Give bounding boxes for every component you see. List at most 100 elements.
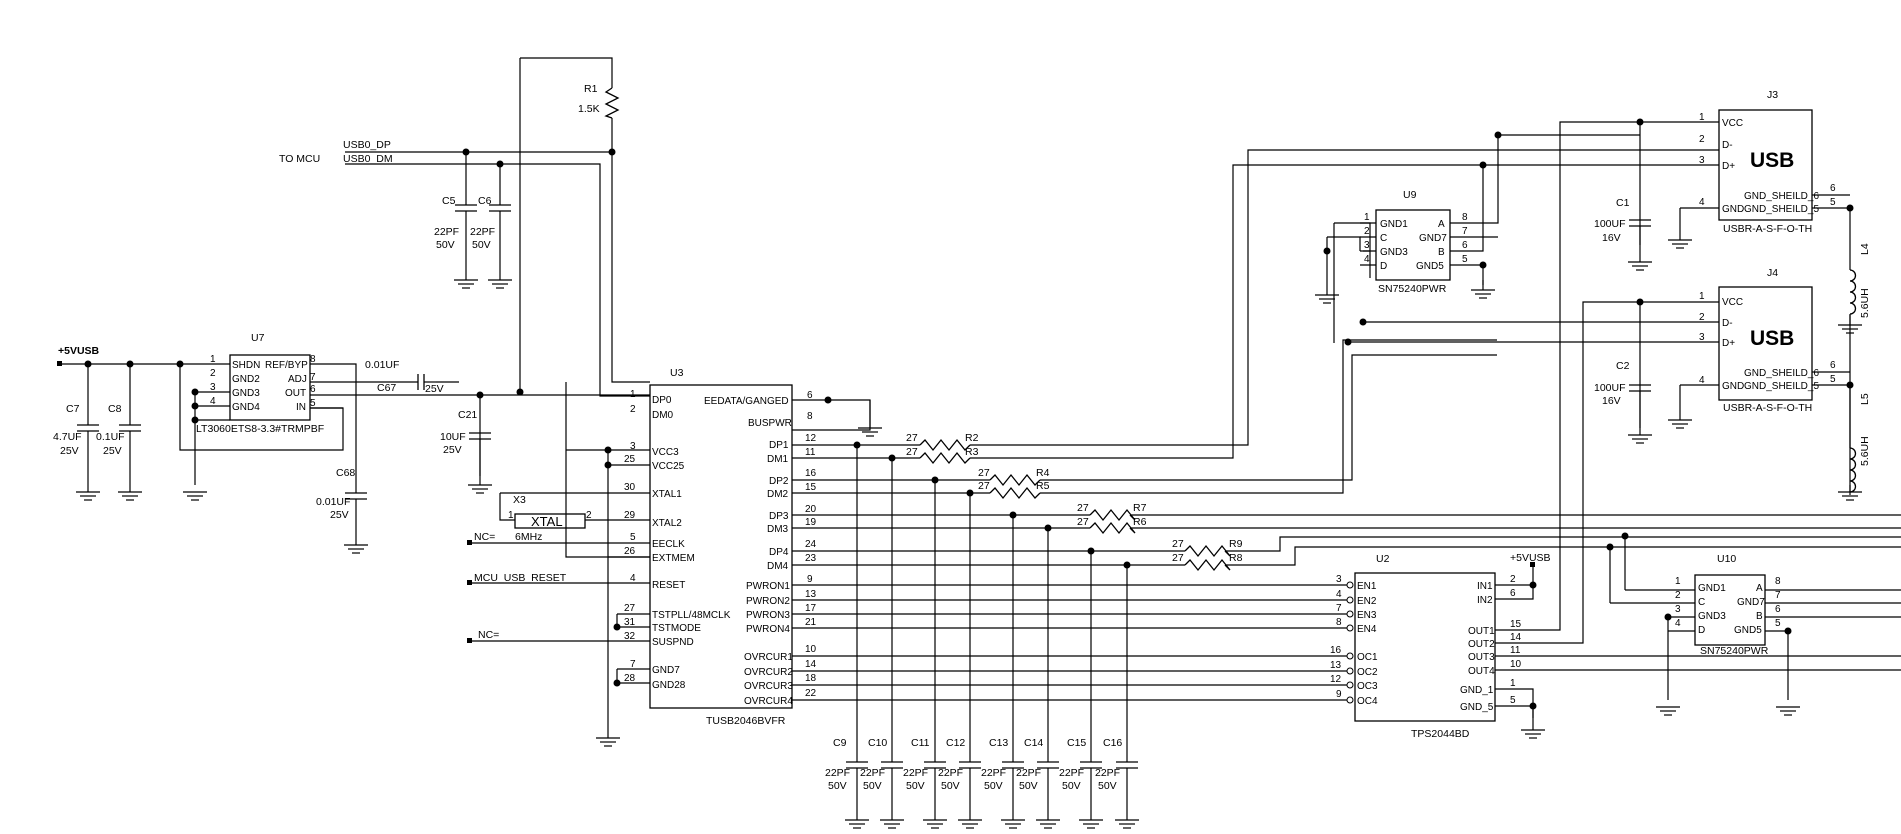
- svg-text:EN1: EN1: [1357, 581, 1377, 592]
- svg-text:27: 27: [1172, 552, 1184, 564]
- svg-text:1: 1: [630, 389, 636, 400]
- svg-text:A: A: [1438, 219, 1445, 230]
- svg-text:GND_SHEILD_6: GND_SHEILD_6: [1744, 368, 1819, 379]
- svg-text:18: 18: [805, 673, 817, 684]
- c2-ref: C2: [1616, 360, 1630, 372]
- svg-text:R7: R7: [1133, 502, 1147, 514]
- u7-ref: U7: [251, 332, 265, 344]
- svg-text:VCC: VCC: [1722, 118, 1743, 129]
- svg-text:GND7: GND7: [1737, 597, 1765, 608]
- svg-text:EEDATA/GANGED: EEDATA/GANGED: [704, 396, 789, 407]
- svg-text:6: 6: [807, 390, 813, 401]
- c1-ref: C1: [1616, 197, 1630, 209]
- svg-text:3: 3: [1699, 332, 1705, 343]
- junction-dots: [84, 118, 1854, 710]
- svg-text:6: 6: [1830, 183, 1836, 194]
- resistor-r2: 27 R2: [906, 432, 979, 452]
- c5-value: 22PF: [434, 226, 459, 238]
- svg-text:D+: D+: [1722, 161, 1735, 172]
- svg-text:5: 5: [310, 398, 316, 409]
- svg-text:10: 10: [805, 644, 817, 655]
- svg-text:5: 5: [630, 532, 636, 543]
- svg-text:22: 22: [805, 688, 817, 699]
- c9-value: 22PF: [825, 767, 850, 779]
- svg-text:1: 1: [1699, 112, 1705, 123]
- svg-text:11: 11: [1510, 645, 1521, 656]
- svg-text:4: 4: [1675, 618, 1681, 629]
- svg-text:OVRCUR4: OVRCUR4: [744, 696, 793, 707]
- to-mcu-label: TO MCU: [279, 153, 320, 165]
- svg-text:20: 20: [805, 504, 817, 515]
- connector-j3-usb: J3 USB USBR-A-S-F-O-TH VCC D- D+ GND GND…: [1699, 89, 1836, 235]
- svg-text:27: 27: [1077, 502, 1089, 514]
- svg-text:B: B: [1756, 611, 1763, 622]
- svg-text:11: 11: [805, 447, 816, 458]
- capacitor-c8: C8 0.1UF 25V: [96, 403, 141, 492]
- c16-ref: C16: [1103, 737, 1122, 749]
- j4-usb-label: USB: [1750, 327, 1794, 350]
- svg-text:7: 7: [1336, 603, 1342, 614]
- c68-voltage: 25V: [330, 509, 349, 521]
- capacitor-c6: C6 22PF 50V: [470, 192, 511, 280]
- c5-voltage: 50V: [436, 239, 455, 251]
- crystal-x3: X3 XTAL 6MHz 1 2: [508, 494, 592, 543]
- c6-voltage: 50V: [472, 239, 491, 251]
- ic-u3-usb-hub: U3 TUSB2046BVFR DP0 DM0 VCC3 VCC25 XTAL1…: [624, 367, 817, 727]
- capacitor-c2: C2 100UF 16V: [1594, 360, 1651, 435]
- c5-ref: C5: [442, 195, 456, 207]
- svg-text:27: 27: [906, 446, 918, 458]
- c9-ref: C9: [833, 737, 847, 749]
- j4-part: USBR-A-S-F-O-TH: [1723, 402, 1812, 414]
- svg-text:DP4: DP4: [769, 547, 789, 558]
- capacitor-c5: C5 22PF 50V: [434, 192, 477, 280]
- svg-text:OC3: OC3: [1357, 681, 1378, 692]
- svg-text:2: 2: [1510, 574, 1516, 585]
- svg-text:GND3: GND3: [232, 388, 260, 399]
- svg-text:R3: R3: [965, 446, 979, 458]
- c13-value: 22PF: [981, 767, 1006, 779]
- capacitor-c67: 0.01UF C67 25V: [365, 359, 444, 395]
- svg-text:13: 13: [805, 589, 817, 600]
- svg-text:4: 4: [210, 396, 216, 407]
- svg-text:25: 25: [624, 454, 636, 465]
- capacitor-c7: C7 4.7UF 25V: [53, 403, 99, 492]
- c21-ref: C21: [458, 409, 477, 421]
- resistor-r3: 27 R3: [906, 446, 979, 465]
- c12-value: 22PF: [938, 767, 963, 779]
- svg-text:OUT3: OUT3: [1468, 652, 1495, 663]
- svg-text:3: 3: [630, 441, 636, 452]
- resistor-r4: 27 R4: [978, 467, 1050, 487]
- u9-part: SN75240PWR: [1378, 283, 1447, 295]
- svg-text:GND_SHEILD_5: GND_SHEILD_5: [1744, 204, 1819, 215]
- svg-text:GND7: GND7: [652, 665, 680, 676]
- c6-value: 22PF: [470, 226, 495, 238]
- l4-value: 5.6UH: [1859, 288, 1871, 318]
- c1-value: 100UF: [1594, 218, 1626, 230]
- svg-text:R9: R9: [1229, 538, 1243, 550]
- svg-text:3: 3: [1364, 240, 1370, 251]
- ic-u10-esd: U10 SN75240PWR GND1 C GND3 D A GND7 B GN…: [1675, 553, 1781, 657]
- power-port-5vusb-left: +5VUSB: [57, 345, 100, 366]
- svg-text:OUT: OUT: [285, 388, 306, 399]
- c10-voltage: 50V: [863, 780, 882, 792]
- c8-voltage: 25V: [103, 445, 122, 457]
- r1-value: 1.5K: [578, 103, 600, 115]
- svg-text:DM2: DM2: [767, 489, 789, 500]
- svg-text:GND5: GND5: [1416, 261, 1444, 272]
- nc-suspnd-label: NC=: [478, 629, 499, 641]
- c11-voltage: 50V: [906, 780, 925, 792]
- svg-text:4: 4: [1336, 589, 1342, 600]
- svg-text:1: 1: [1699, 291, 1705, 302]
- svg-text:GND5: GND5: [1734, 625, 1762, 636]
- svg-text:24: 24: [805, 539, 817, 550]
- svg-text:2: 2: [210, 368, 216, 379]
- svg-text:VCC: VCC: [1722, 297, 1743, 308]
- svg-text:XTAL1: XTAL1: [652, 489, 682, 500]
- resistor-r6: 27 R6: [1077, 516, 1147, 535]
- c67-value: 0.01UF: [365, 359, 399, 371]
- c8-value: 0.1UF: [96, 431, 125, 443]
- c21-value: 10UF: [440, 431, 466, 443]
